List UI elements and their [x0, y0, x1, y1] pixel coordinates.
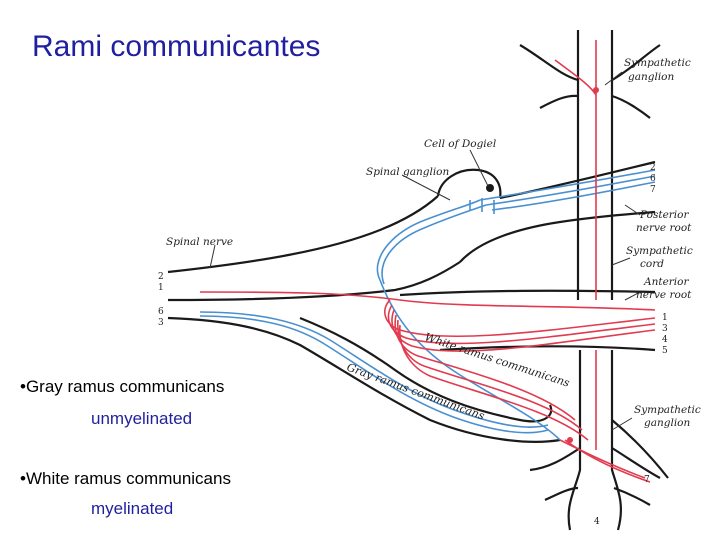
- spinal-nerve-label: Spinal nerve: [166, 236, 233, 248]
- white-fibers: [199, 40, 656, 483]
- white-ramus-detail: myelinated: [91, 499, 174, 518]
- anterior-root-num-1: 1: [662, 313, 668, 323]
- sympathetic-ganglion-bottom-l1: Sympathetic: [634, 404, 701, 416]
- anterior-root-num-3: 4: [662, 335, 668, 345]
- posterior-root-num-3: 7: [650, 185, 656, 195]
- anterior-root-num-4: 5: [662, 346, 668, 356]
- gray-fibers: [199, 169, 656, 441]
- sympathetic-ganglion-top-l2: ganglion: [628, 71, 675, 83]
- cell-of-dogiel-label: Cell of Dogiel: [424, 138, 496, 150]
- label-pointers: [209, 71, 641, 431]
- bottom-center-num: 4: [594, 517, 600, 527]
- bottom-ganglion-cell: [567, 437, 573, 443]
- white-ramus-bullet: •White ramus communicans: [20, 469, 231, 488]
- left-lower-num-1: 6: [158, 307, 164, 317]
- left-upper-num-2: 1: [158, 283, 164, 293]
- top-ganglion-cell: [593, 87, 599, 93]
- posterior-root-num-1: 2: [650, 163, 656, 173]
- anterior-root-num-2: 3: [662, 324, 668, 334]
- gray-ramus-detail: unmyelinated: [91, 409, 193, 428]
- anterior-nerve-root-l1: Anterior: [643, 276, 689, 288]
- posterior-root-num-2: 6: [650, 174, 656, 184]
- left-lower-num-2: 3: [158, 318, 164, 328]
- slide-title: Rami communicantes: [32, 30, 321, 63]
- sympathetic-ganglion-top-l1: Sympathetic: [624, 57, 691, 69]
- nerve-outlines: [167, 30, 669, 531]
- sympathetic-cord-l2: cord: [640, 258, 664, 270]
- anterior-nerve-root-l2: nerve root: [636, 289, 692, 301]
- posterior-nerve-root-l2: nerve root: [636, 222, 692, 234]
- sympathetic-cord-l1: Sympathetic: [626, 245, 693, 257]
- gray-ramus-bullet: •Gray ramus communicans: [20, 377, 225, 396]
- left-upper-num-1: 2: [158, 272, 164, 282]
- spinal-ganglion-label: Spinal ganglion: [366, 166, 449, 178]
- sympathetic-ganglion-bottom-l2: ganglion: [644, 417, 691, 429]
- bottom-right-num: 7: [644, 475, 650, 485]
- posterior-nerve-root-l1: Posterior: [639, 209, 689, 221]
